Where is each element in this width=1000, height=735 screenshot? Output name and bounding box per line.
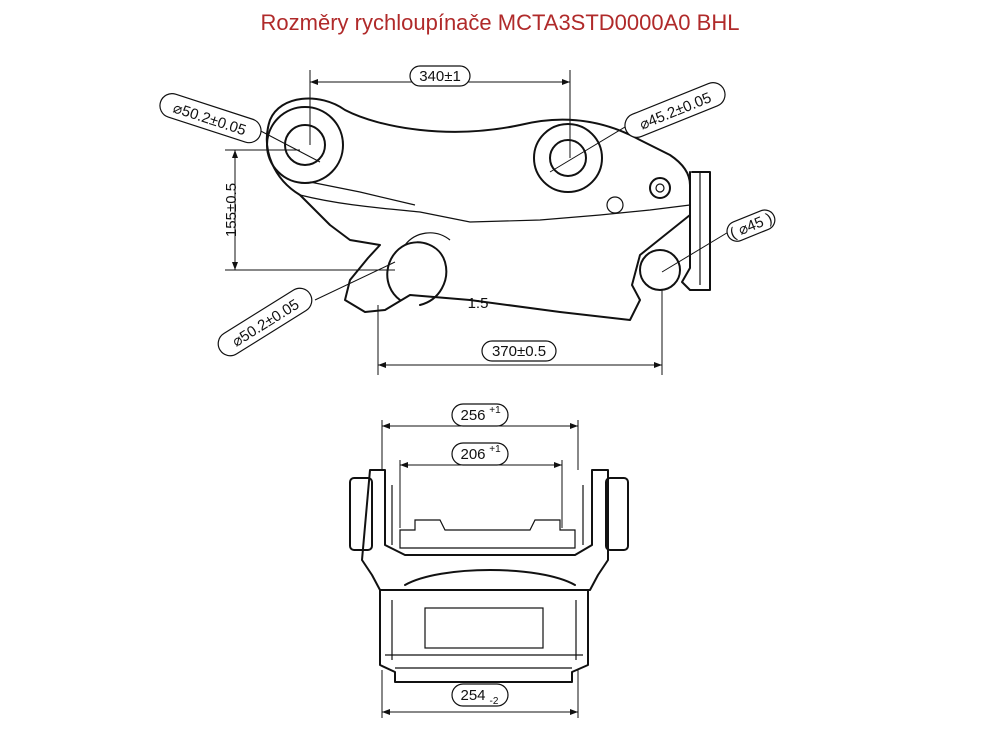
label-group-d-small: ( ⌀45 ) [726,209,776,242]
pin-boss-right [533,123,603,193]
label-group-d-bottom-left: ⌀50.2±0.05 [217,287,313,357]
arrow-254-left [382,709,390,715]
label-box-d-small [726,209,776,242]
leader-d-top-left [254,127,321,163]
front-lower-panel [424,607,544,649]
latch-plate [681,171,711,291]
arrow-155-bottom [232,262,238,270]
side-view: 340±1 ⌀50.2±0.05 ⌀45.2±0.05 ( ⌀45 ) 155±… [159,65,776,375]
arrow-254-right [570,709,578,715]
label-box-d-top-right [624,82,726,138]
small-hole [649,177,671,199]
label-box-d-top-left [159,93,262,144]
leader-d-bottom-left [314,261,396,301]
arrow-206-right [554,462,562,468]
arrow-155-top [232,150,238,158]
label-box-370 [481,340,557,362]
label-length: 370±0.5 [492,343,546,360]
page-title: Rozměry rychloupínače MCTA3STD0000A0 BHL [260,10,740,35]
front-arch [404,569,576,586]
label-group-height: 155±0.5 [223,183,240,237]
label-width-outer: 256 [460,407,485,424]
front-boss-right [605,477,629,551]
label-width-bottom-tol: -2 [490,696,499,707]
label-group-d-top-left: ⌀50.2±0.05 [159,93,262,144]
label-group-d-top-right: ⌀45.2±0.05 [624,82,726,138]
front-inner-pocket [399,519,576,549]
small-hole-center [655,183,665,193]
arrow-256-left [382,423,390,429]
pin-hole-right [549,139,587,177]
front-upper-frame [361,469,609,591]
label-height: 155±0.5 [223,183,240,237]
label-box-254 [451,683,509,707]
hook-lower-inner [404,232,451,246]
arrow-370-left [378,362,386,368]
side-web-line-2 [309,181,416,206]
label-width-inner: 206 [460,446,485,463]
latch-pin [639,249,681,291]
front-view: 256 +1 206 +1 254 -2 [349,403,629,718]
label-box-206 [451,442,509,466]
side-web-line [299,194,691,223]
label-pin-distance: 340±1 [419,68,461,85]
label-box-256 [451,403,509,427]
front-boss-left [349,477,373,551]
arrow-256-right [570,423,578,429]
label-width-inner-tol: +1 [489,444,501,455]
arrow-340-left [310,79,318,85]
label-width-outer-tol: +1 [489,405,501,416]
small-boss [606,196,624,214]
label-box-d-bottom-left [217,287,313,357]
arrow-206-left [400,462,408,468]
pin-hole-left [284,124,326,166]
arrow-340-right [562,79,570,85]
side-body-outline [265,97,691,321]
label-slope: 1:5 [468,295,489,312]
label-box-340 [409,65,471,87]
arrow-370-right [654,362,662,368]
front-lower-body [379,589,589,683]
hook-lower [386,241,448,306]
pin-boss-left [266,106,344,184]
label-width-bottom: 254 [460,687,485,704]
